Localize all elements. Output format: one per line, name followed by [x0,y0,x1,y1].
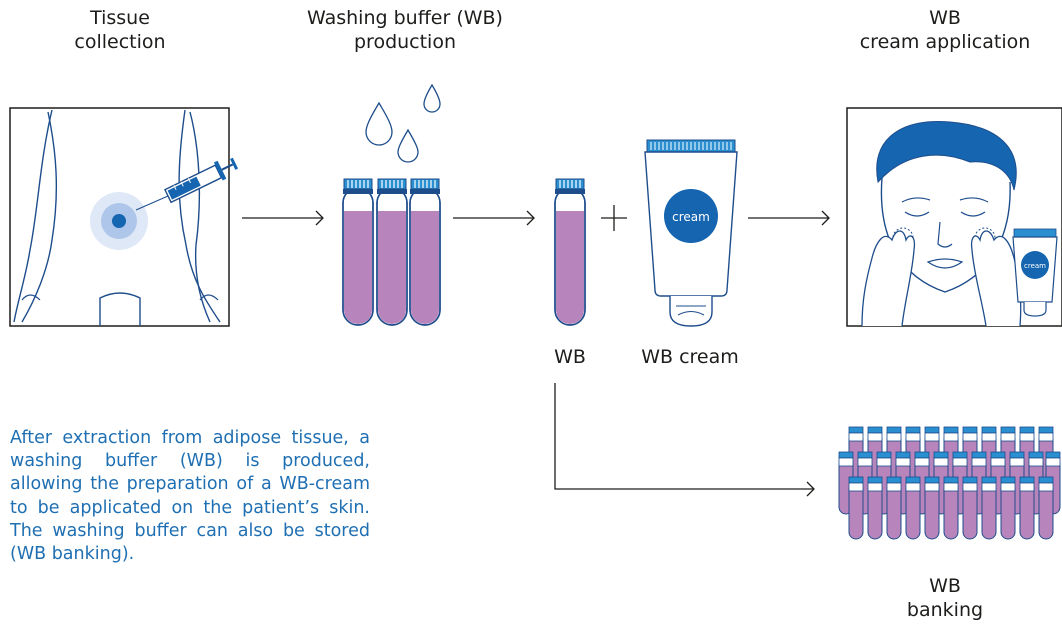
cream-tube-label: cream [672,210,710,224]
wb-cream-application-illustration [846,107,1062,327]
arrow-wb-to-banking [554,383,815,497]
small-cream-label: cream [1024,262,1046,270]
title-wb-cream-application-line1: WB [929,7,961,29]
arrow-collection-to-production [242,210,324,226]
title-tissue-collection-line2: collection [74,31,166,53]
title-wb-production-line1: Washing buffer (WB) [307,7,503,29]
title-wb-banking: WB banking [880,574,1010,622]
arrow-production-to-wb [453,210,535,226]
title-wb-cream-application-line2: cream application [859,31,1031,53]
cream-tube [644,139,738,327]
wb-tube [554,178,586,326]
arrow-cream-to-application [748,210,830,226]
title-wb-production: Washing buffer (WB) production [260,6,550,54]
title-wb-banking-line2: banking [906,599,984,621]
plus-sign [601,205,627,231]
wb-banking-tubes [838,426,1061,540]
drops-icon [365,83,441,163]
label-wb: WB [554,346,586,368]
title-wb-cream-application: WB cream application [830,6,1060,54]
title-tissue-collection-line1: Tissue [90,7,150,29]
wb-production-tubes [342,178,441,326]
title-wb-production-line2: production [353,31,457,53]
title-wb-banking-line1: WB [929,575,961,597]
label-wb-cream: WB cream [641,346,739,368]
tissue-collection-illustration [9,107,239,327]
description-text: After extraction from adipose tissue, a … [10,428,370,565]
title-tissue-collection: Tissue collection [35,6,205,54]
